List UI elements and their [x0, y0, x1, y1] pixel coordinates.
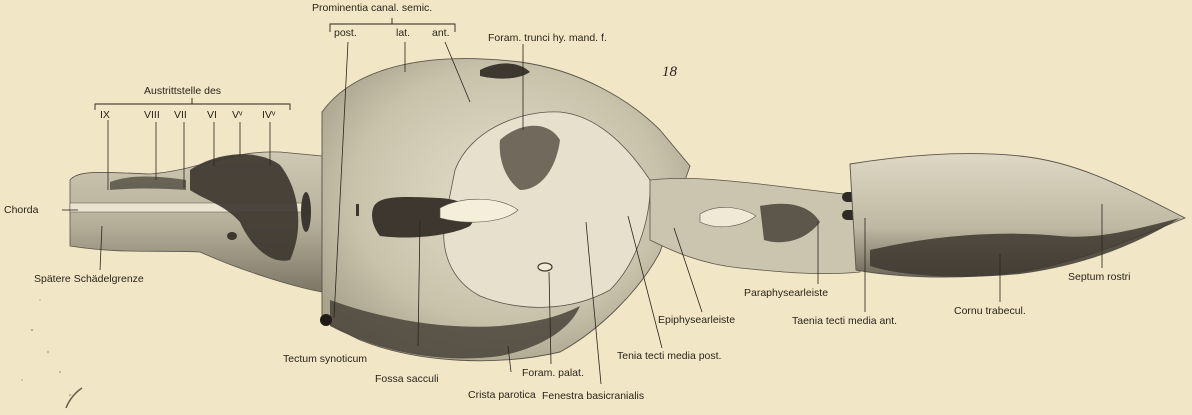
label-nerve-vi: VI	[207, 110, 217, 121]
small-notch-mark	[356, 204, 359, 216]
occipital-foramen	[227, 232, 237, 240]
label-cornu-trabecul: Cornu trabecul.	[954, 306, 1026, 317]
label-epiphysearleiste: Epiphysearleiste	[658, 315, 735, 326]
label-tectum-synoticum: Tectum synoticum	[283, 354, 367, 365]
label-foramen-palat: Foram. palat.	[522, 368, 584, 379]
label-foramen-trunci: Foram. trunci hy. mand. f.	[488, 33, 607, 44]
figure-number: 18	[662, 64, 678, 80]
label-nerve-vv: Vᵛ	[232, 110, 242, 121]
label-spaetere-schaedelgrenze: Spätere Schädelgrenze	[34, 274, 144, 285]
label-post: post.	[334, 28, 357, 39]
label-paraphysearleiste: Paraphysearleiste	[744, 288, 828, 299]
label-nerve-ix: IX	[100, 110, 110, 121]
label-nerve-ivv: IVᵛ	[262, 110, 275, 121]
label-prominentia: Prominentia canal. semic.	[312, 3, 432, 14]
background-specks	[21, 299, 71, 396]
label-septum-rostri: Septum rostri	[1068, 272, 1130, 283]
foramen-palatinum	[538, 263, 552, 271]
occipital-process	[301, 192, 311, 232]
label-austrittstelle: Austrittstelle des	[144, 86, 221, 97]
background-stroke-mark	[66, 388, 82, 408]
label-tenia-tecti-post: Tenia tecti media post.	[617, 351, 721, 362]
label-taenia-tecti-ant: Taenia tecti media ant.	[792, 316, 897, 327]
label-nerve-viii: VIII	[144, 110, 160, 121]
label-nerve-vii: VII	[174, 110, 187, 121]
label-chorda: Chorda	[4, 205, 38, 216]
label-crista-parotica: Crista parotica	[468, 390, 536, 401]
tectum-synoticum-dot	[320, 314, 332, 326]
label-ant: ant.	[432, 28, 450, 39]
label-fossa-sacculi: Fossa sacculi	[375, 374, 439, 385]
label-fenestra-basicranialis: Fenestra basicranialis	[542, 391, 644, 402]
label-lat: lat.	[396, 28, 410, 39]
trabecular-plate	[650, 178, 860, 273]
